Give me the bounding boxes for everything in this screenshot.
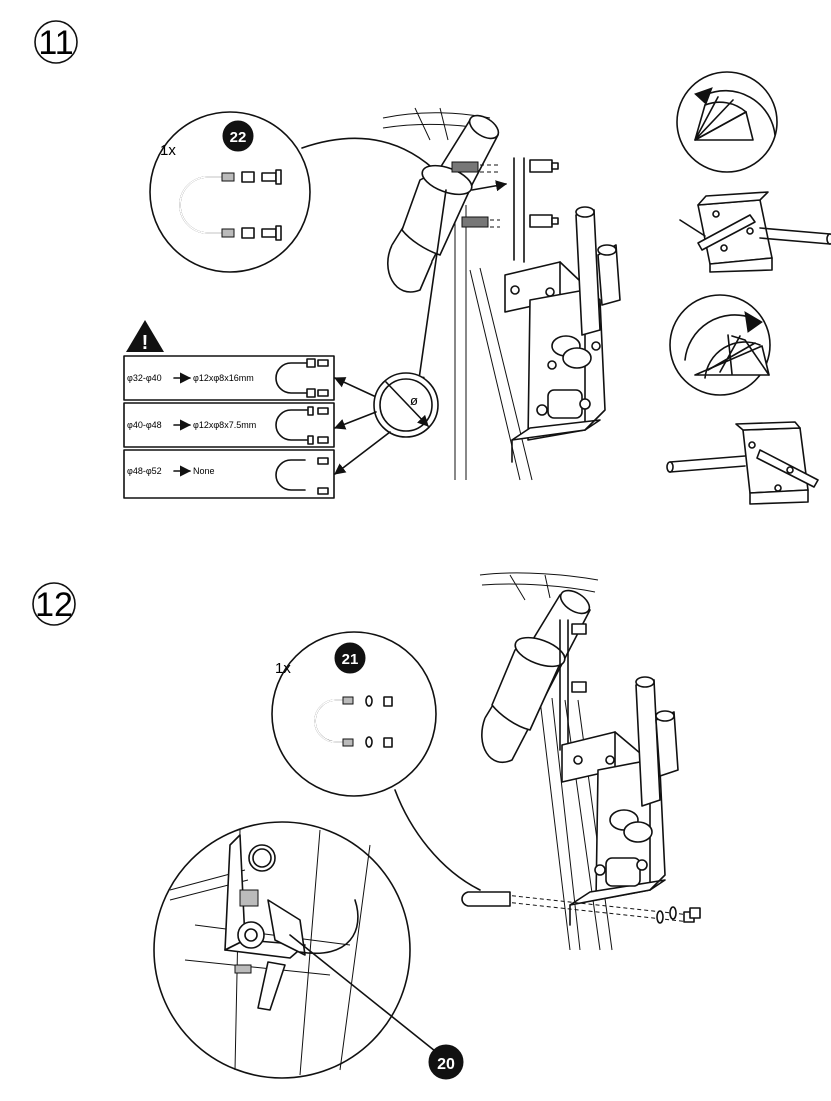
- pole-assembly: [382, 107, 621, 481]
- part-badge-number: 22: [230, 129, 247, 146]
- row-range: φ40-φ48: [127, 420, 162, 430]
- spacer-icon: [241, 171, 255, 183]
- washer-icon: [365, 695, 373, 707]
- step-number-circle: [34, 20, 78, 64]
- part-badge-number: 21: [342, 651, 359, 668]
- step-number-circle: [32, 582, 76, 626]
- rotate-clockwise-icon: [669, 294, 771, 396]
- hardware-kit-21: 1x 21: [271, 631, 437, 797]
- row-size: None: [193, 466, 215, 476]
- nut-icon: [261, 172, 277, 182]
- kit-quantity: 1x: [275, 660, 291, 677]
- row-range: φ48-φ52: [127, 466, 162, 476]
- diameter-symbol: ø: [410, 393, 418, 408]
- kit-leader-line: [301, 137, 441, 176]
- rotate-counterclockwise-icon: [676, 71, 778, 173]
- insert-arrow: [471, 180, 508, 192]
- part-badge: [334, 642, 366, 674]
- table-row: φ48-φ52 None: [123, 449, 335, 499]
- part-badge: [222, 120, 254, 152]
- row-size: φ12xφ8x16mm: [193, 373, 254, 383]
- nut-icon: [383, 696, 393, 707]
- bracket-detail-top: [679, 191, 831, 273]
- bracket-detail-bottom: [666, 421, 819, 505]
- warning-icon: !: [126, 320, 164, 354]
- row-range: φ32-φ40: [127, 373, 162, 383]
- hardware-kit-22: 1x 22: [149, 111, 311, 273]
- kit-quantity: 1x: [160, 142, 176, 159]
- step-number: 11: [38, 24, 73, 62]
- step-number: 12: [35, 586, 73, 624]
- table-row: φ32-φ40 φ12xφ8x16mm: [123, 355, 335, 401]
- zoom-detail: [153, 821, 441, 1079]
- pole-assembly: [461, 572, 701, 951]
- step-12: 12 1x 21: [32, 572, 701, 1080]
- spacer-table: φ32-φ40 φ12xφ8x16mm φ40-φ48 φ12xφ8x7.5mm: [123, 355, 391, 499]
- table-row: φ40-φ48 φ12xφ8x7.5mm: [123, 402, 335, 448]
- part-badge-number: 20: [437, 1056, 455, 1073]
- u-bolt-end: [461, 891, 511, 907]
- part-badge-20: [428, 1044, 464, 1080]
- row-size: φ12xφ8x7.5mm: [193, 420, 256, 430]
- step-11: 11 1x 22: [34, 20, 831, 505]
- warning-symbol: !: [142, 332, 149, 354]
- kit-leader-line: [394, 789, 481, 891]
- diameter-gauge-icon: ø: [373, 372, 439, 438]
